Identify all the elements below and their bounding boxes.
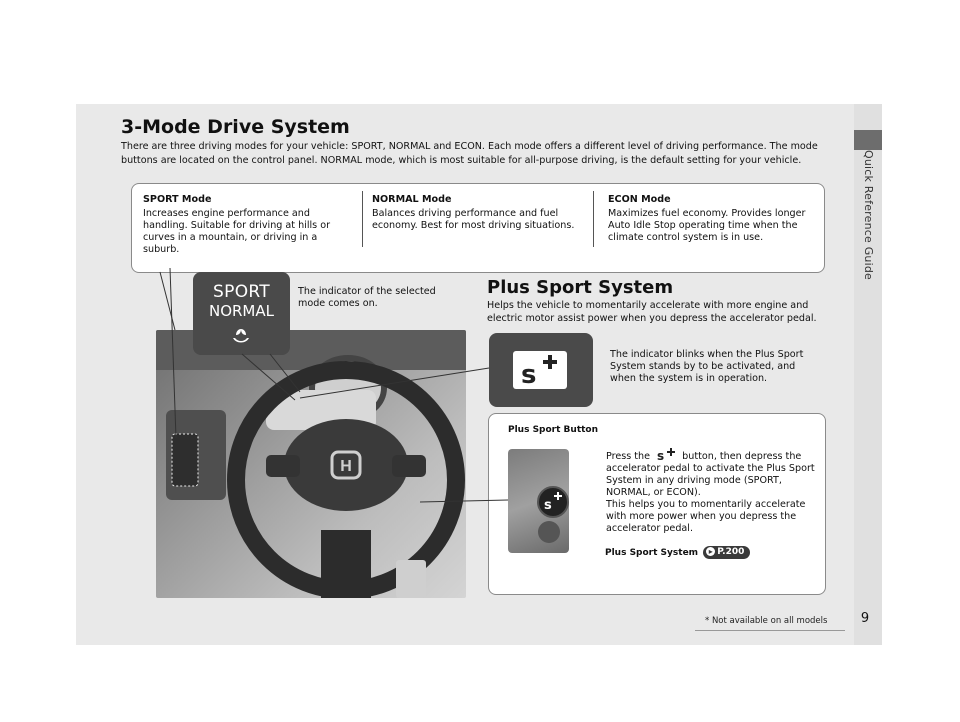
dashboard-photo: H: [156, 330, 466, 598]
plus-sport-indicator: s: [489, 333, 593, 407]
normal-indicator-label: NORMAL: [208, 302, 274, 320]
footnote-rule: [695, 630, 845, 631]
plus-sport-indicator-callout: The indicator blinks when the Plus Sport…: [610, 349, 804, 384]
leader-line: [269, 353, 301, 393]
mode-descriptions-box: SPORT Mode Increases engine performance …: [131, 183, 825, 273]
mode-econ-title: ECON Mode: [608, 194, 671, 205]
press-after-text: button, then depress the accelerator ped…: [606, 451, 815, 498]
eco-leaf-icon: [233, 329, 249, 343]
svg-text:s: s: [521, 360, 536, 389]
mode-indicator-display: SPORT NORMAL: [193, 272, 290, 355]
leader-line: [299, 367, 490, 399]
plus-sport-button-knob: s: [537, 486, 569, 518]
mode-normal-title: NORMAL Mode: [372, 194, 452, 205]
svg-text:s: s: [544, 498, 552, 513]
page-number: 9: [860, 611, 870, 626]
mode-sport-title: SPORT Mode: [143, 194, 212, 205]
sidebar-tab: [854, 104, 882, 645]
plus-sport-reference-label: Plus Sport System: [605, 548, 699, 558]
svg-text:H: H: [340, 458, 352, 475]
plus-sport-button-box: Plus Sport Button s Press the s button, …: [488, 413, 826, 595]
leader-line: [419, 499, 509, 503]
leader-line: [159, 271, 176, 331]
press-help-text: This helps you to momentarily accelerate…: [606, 499, 806, 534]
plus-sport-indicator-tile: s: [513, 351, 567, 390]
mode-divider: [362, 191, 363, 247]
plus-sport-reference: Plus Sport System ▸P.200: [605, 546, 751, 559]
plus-sport-icon: s: [544, 492, 562, 513]
sidebar-label: Quick Reference Guide: [862, 150, 875, 280]
mode-econ: ECON Mode Maximizes fuel economy. Provid…: [608, 194, 808, 244]
plus-sport-desc: Helps the vehicle to momentarily acceler…: [487, 300, 817, 324]
svg-text:s: s: [657, 449, 664, 461]
mode-normal: NORMAL Mode Balances driving performance…: [372, 194, 582, 232]
mode-divider: [593, 191, 594, 247]
mode-econ-desc: Maximizes fuel economy. Provides longer …: [608, 208, 806, 243]
section-intro: There are three driving modes for your v…: [121, 141, 818, 166]
plus-sport-icon: s: [521, 355, 557, 390]
leader-line: [169, 267, 177, 439]
page-reference-link[interactable]: ▸P.200: [703, 546, 751, 559]
leader-line: [241, 353, 296, 401]
mode-normal-desc: Balances driving performance and fuel ec…: [372, 208, 575, 231]
sport-indicator-label: SPORT: [213, 282, 270, 302]
mode-sport-desc: Increases engine performance and handlin…: [143, 208, 331, 255]
sidebar-tab-marker: [854, 130, 882, 150]
arrow-right-icon: ▸: [706, 547, 716, 556]
lower-control-knob: [538, 521, 560, 543]
plus-sport-title: Plus Sport System: [487, 277, 674, 298]
indicator-callout: The indicator of the selected mode comes…: [298, 286, 436, 309]
mode-sport: SPORT Mode Increases engine performance …: [143, 194, 353, 256]
footnote: * Not available on all models: [705, 616, 828, 626]
plus-sport-button-title: Plus Sport Button: [508, 425, 599, 435]
dashboard-illustration: H: [156, 330, 466, 598]
section-title: 3-Mode Drive System: [121, 116, 350, 138]
plus-sport-button-photo: s: [508, 449, 569, 553]
plus-sport-icon: s: [657, 448, 676, 463]
press-before-text: Press the: [606, 451, 651, 462]
plus-sport-press-instruction: Press the s button, then depress the acc…: [606, 448, 818, 535]
page-reference-number: P.200: [717, 547, 745, 557]
